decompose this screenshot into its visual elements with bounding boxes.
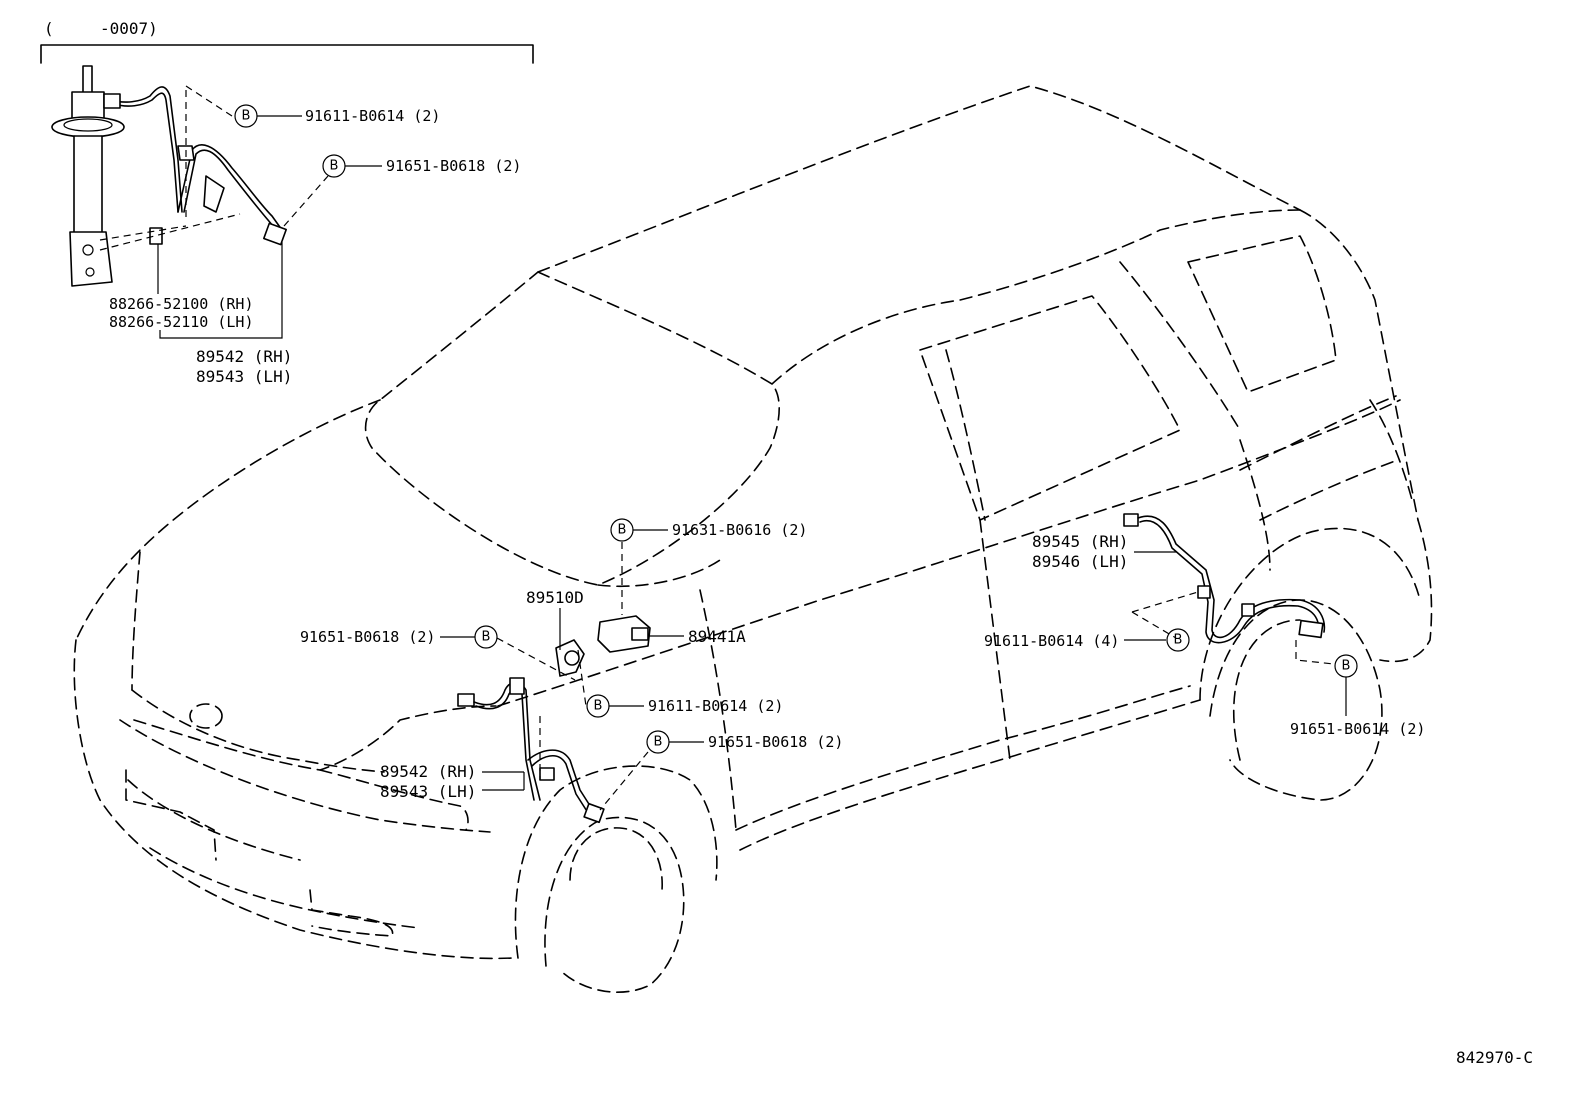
inset-bolt-2-part: 91651-B0618 (2) (386, 157, 521, 175)
yaw-sensor-label: 89510D (526, 588, 584, 607)
bolt-front-part: 91651-B0618 (2) (708, 733, 843, 751)
inset-bracket (40, 44, 534, 64)
vehicle-outline (73, 85, 1433, 993)
range-open-paren: ( (44, 19, 54, 38)
rear-sensor-harness (1123, 513, 1326, 644)
bolt-marker-letter: B (330, 159, 339, 174)
bolt-marker-letter: B (1342, 659, 1351, 674)
range-code: -0007) (100, 19, 158, 38)
bolt-marker-icon (1166, 628, 1190, 652)
ecu-label: 89441A (688, 627, 746, 646)
abs-ecu (597, 615, 651, 653)
bolt-left-callout: 91651-B0618 (2) B (300, 625, 498, 649)
inset-harness-upper (109, 86, 183, 213)
yaw-rate-sensor (555, 639, 585, 677)
diagram-id: 842970-C (1456, 1048, 1533, 1067)
bolt-rear-clip-part: 91611-B0614 (4) (984, 632, 1119, 650)
bolt-marker-letter: B (654, 735, 663, 750)
inset-bolt-1-callout: B 91611-B0614 (2) (234, 104, 440, 128)
bolt-rear-callout: B 91651-B0614 (2) (1290, 654, 1425, 738)
bolt-mid-callout: B 91611-B0614 (2) (586, 694, 783, 718)
inset-sensor-rh: 89542 (RH) (196, 347, 292, 366)
bolt-ecu-callout: B 91631-B0616 (2) (610, 518, 807, 542)
inset-bolt-2-callout: B 91651-B0618 (2) (322, 154, 521, 178)
bolt-marker-letter: B (594, 699, 603, 714)
inset-connector (103, 93, 121, 109)
inset-sensor-lh: 89543 (LH) (196, 367, 292, 386)
rear-sensor-rh: 89545 (RH) (1032, 532, 1128, 551)
rear-sensor-lh: 89546 (LH) (1032, 552, 1128, 571)
bolt-marker-icon (474, 625, 498, 649)
inset-front-strut: ( -0007) B (40, 19, 534, 386)
bolt-left-part: 91651-B0618 (2) (300, 628, 435, 646)
bolt-marker-letter: B (482, 630, 491, 645)
front-sensor-lh: 89543 (LH) (380, 782, 476, 801)
bolt-marker-letter: B (242, 109, 251, 124)
inset-harness-lower (177, 144, 283, 231)
inset-clamp-lh: 88266-52110 (LH) (109, 313, 254, 331)
bolt-marker-letter: B (618, 523, 627, 538)
bolt-rear-part: 91651-B0614 (2) (1290, 720, 1425, 738)
inset-bracket-plate (203, 175, 225, 213)
bolt-ecu-part: 91631-B0616 (2) (672, 521, 807, 539)
bolt-front-callout: B 91651-B0618 (2) (646, 730, 843, 754)
bolt-marker-letter: B (1174, 633, 1183, 648)
bolt-mid-part: 91611-B0614 (2) (648, 697, 783, 715)
inset-bolt-1-part: 91611-B0614 (2) (305, 107, 440, 125)
inset-clamp (149, 227, 163, 245)
bolt-rear-clip-callout: 91611-B0614 (4) B (984, 628, 1190, 652)
front-sensor-rh: 89542 (RH) (380, 762, 476, 781)
inset-sensor-head (263, 222, 287, 246)
inset-clamp-rh: 88266-52100 (RH) (109, 295, 254, 313)
front-sensor-harness (457, 677, 605, 824)
